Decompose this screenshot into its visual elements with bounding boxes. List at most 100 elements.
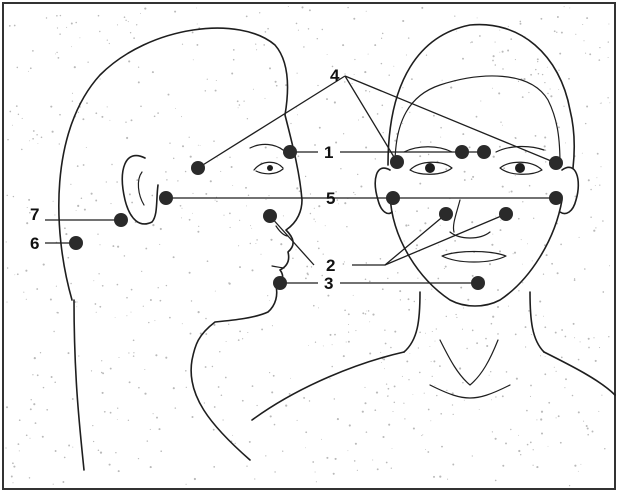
speckle-dot — [70, 184, 71, 185]
speckle-dot — [93, 280, 94, 281]
speckle-dot — [54, 214, 55, 215]
speckle-dot — [518, 290, 519, 291]
speckle-dot — [269, 300, 270, 301]
speckle-dot — [86, 102, 88, 104]
speckle-dot — [156, 417, 158, 419]
speckle-dot — [375, 158, 376, 159]
speckle-dot — [275, 81, 277, 83]
speckle-dot — [87, 62, 88, 63]
speckle-dot — [215, 291, 216, 292]
speckle-dot — [522, 96, 524, 98]
speckle-dot — [442, 80, 443, 81]
speckle-dot — [327, 54, 328, 55]
speckle-dot — [7, 267, 9, 269]
speckle-dot — [310, 213, 312, 215]
speckle-dot — [508, 26, 509, 27]
speckle-dot — [256, 49, 257, 50]
speckle-dot — [526, 410, 528, 412]
speckle-dot — [352, 83, 353, 84]
speckle-dot — [565, 378, 567, 380]
speckle-dot — [62, 481, 64, 483]
label-1: 1 — [324, 143, 333, 162]
speckle-dot — [354, 460, 356, 462]
speckle-dot — [268, 195, 269, 196]
speckle-dot — [560, 244, 562, 246]
speckle-dot — [276, 157, 277, 158]
speckle-dot — [59, 33, 61, 35]
speckle-dot — [5, 447, 6, 448]
speckle-dot — [129, 193, 131, 195]
speckle-dot — [554, 367, 555, 368]
speckle-dot — [125, 121, 126, 122]
speckle-dot — [388, 74, 389, 75]
speckle-dot — [36, 134, 38, 136]
speckle-dot — [77, 205, 79, 207]
speckle-dot — [420, 141, 421, 142]
speckle-dot — [251, 228, 252, 229]
speckle-dot — [495, 396, 496, 397]
speckle-dot — [128, 420, 129, 421]
speckle-dot — [32, 138, 34, 140]
speckle-dot — [372, 314, 374, 316]
speckle-dot — [578, 471, 579, 472]
speckle-dot — [231, 166, 233, 168]
speckle-dot — [235, 443, 236, 444]
speckle-dot — [56, 286, 57, 287]
speckle-dot — [425, 449, 426, 450]
speckle-dot — [136, 24, 137, 25]
speckle-dot — [502, 68, 503, 69]
speckle-dot — [76, 306, 77, 307]
speckle-dot — [530, 396, 531, 397]
speckle-dot — [417, 278, 418, 279]
speckle-dot — [354, 74, 355, 75]
speckle-dot — [493, 55, 495, 57]
speckle-dot — [318, 248, 320, 250]
speckle-dot — [402, 123, 403, 124]
speckle-dot — [548, 446, 549, 447]
speckle-dot — [269, 67, 271, 69]
speckle-dot — [232, 435, 233, 436]
label-2: 2 — [326, 256, 335, 275]
speckle-dot — [318, 307, 319, 308]
speckle-dot — [247, 332, 248, 333]
speckle-dot — [431, 361, 432, 362]
speckle-dot — [196, 44, 198, 46]
speckle-dot — [95, 303, 97, 305]
speckle-dot — [460, 287, 462, 289]
speckle-dot — [71, 23, 73, 25]
speckle-dot — [95, 200, 97, 202]
speckle-dot — [395, 211, 396, 212]
speckle-dot — [545, 356, 546, 357]
speckle-dot — [364, 387, 365, 388]
speckle-dot — [559, 53, 561, 55]
speckle-dot — [436, 328, 437, 329]
point-ear-left — [386, 191, 400, 205]
speckle-dot — [189, 219, 191, 221]
speckle-dot — [525, 346, 526, 347]
speckle-dot — [546, 254, 548, 256]
speckle-dot — [529, 185, 531, 187]
speckle-dot — [444, 268, 445, 269]
speckle-dot — [27, 207, 28, 208]
speckle-dot — [386, 462, 388, 464]
speckle-dot — [327, 295, 329, 297]
speckle-dot — [464, 400, 465, 401]
speckle-dot — [315, 471, 316, 472]
point-neck-6 — [69, 236, 83, 250]
speckle-dot — [316, 481, 317, 482]
speckle-dot — [382, 288, 384, 290]
speckle-dot — [313, 218, 314, 219]
speckle-dot — [207, 260, 209, 262]
speckle-dot — [408, 309, 410, 311]
speckle-dot — [575, 34, 576, 35]
speckle-dot — [492, 60, 494, 62]
speckle-dot — [519, 21, 521, 23]
speckle-dot — [128, 21, 129, 22]
speckle-dot — [160, 450, 162, 452]
point-chin-front — [471, 276, 485, 290]
speckle-dot — [404, 418, 405, 419]
speckle-dot — [433, 476, 435, 478]
speckle-dot — [428, 207, 429, 208]
speckle-dot — [18, 114, 19, 115]
speckle-dot — [110, 203, 111, 204]
